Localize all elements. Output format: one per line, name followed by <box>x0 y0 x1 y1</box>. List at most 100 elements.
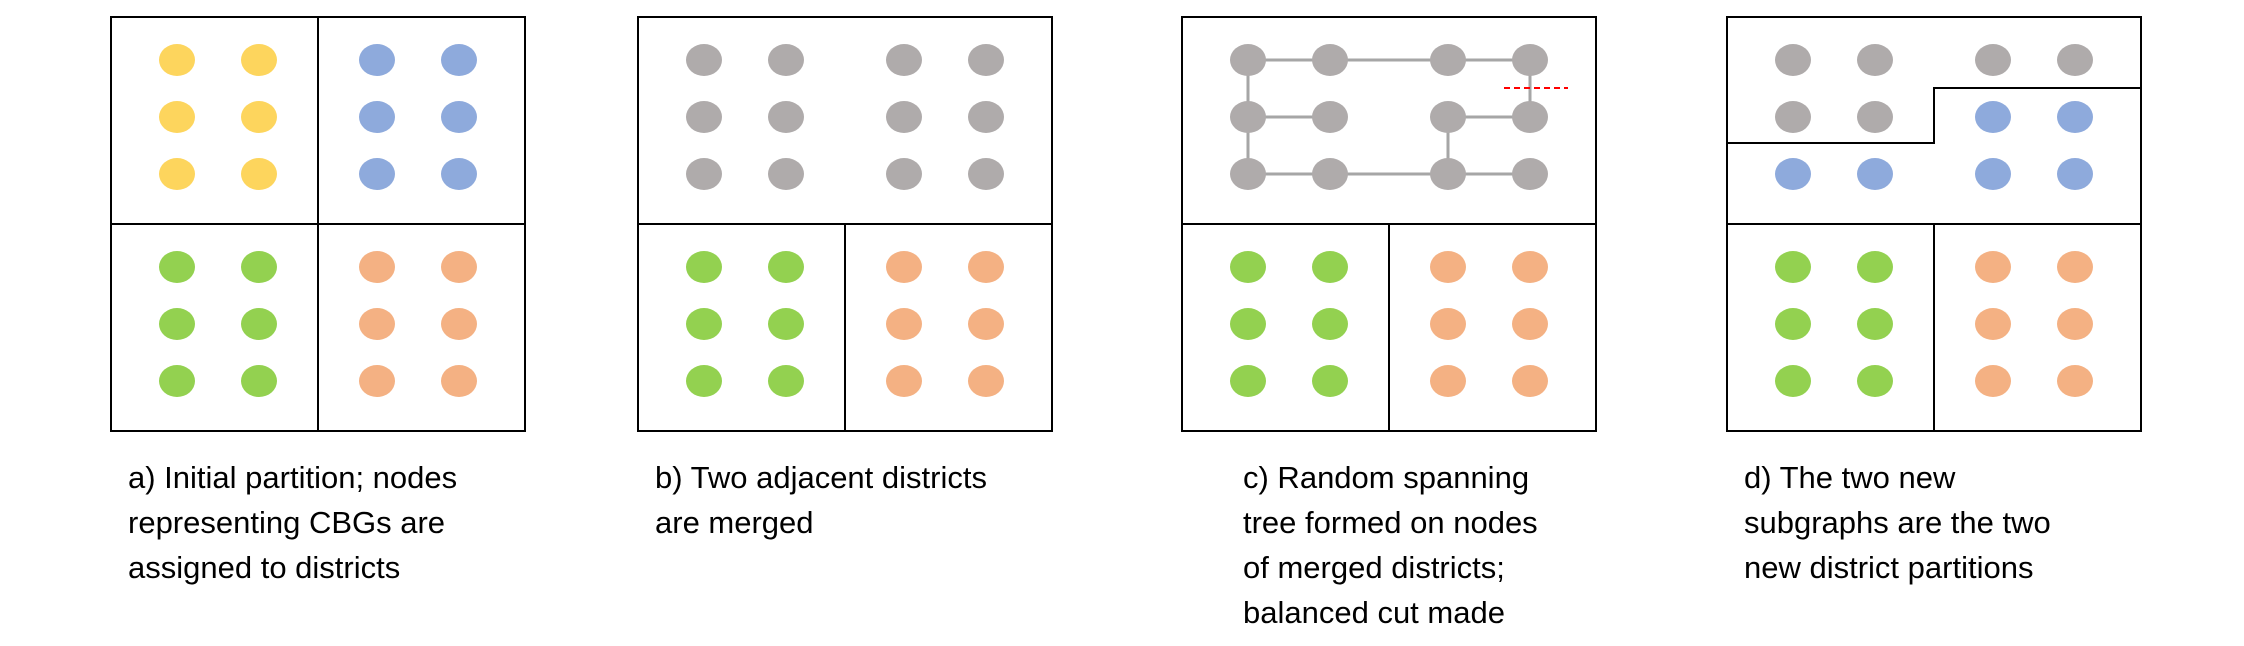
node-c-top-0-3 <box>1512 44 1548 76</box>
node-b-top-0-3 <box>968 44 1004 76</box>
node-b-top-0-2 <box>886 44 922 76</box>
node-c-top-2-1 <box>1312 158 1348 190</box>
node-a-top-2-2 <box>359 158 395 190</box>
node-d-bottom-1-2 <box>1975 308 2011 340</box>
node-a-top-2-1 <box>241 158 277 190</box>
node-d-bottom-2-1 <box>1857 365 1893 397</box>
node-b-bottom-0-1 <box>768 251 804 283</box>
caption-line: b) Two adjacent districts <box>655 460 987 495</box>
node-b-bottom-2-0 <box>686 365 722 397</box>
node-b-bottom-0-0 <box>686 251 722 283</box>
caption-line: new district partitions <box>1744 550 2034 585</box>
node-a-bottom-0-2 <box>359 251 395 283</box>
node-a-top-2-3 <box>441 158 477 190</box>
caption-line: of merged districts; <box>1243 550 1505 585</box>
caption-line: c) Random spanning <box>1243 460 1530 495</box>
node-d-top-2-1 <box>1857 158 1893 190</box>
node-d-top-2-3 <box>2057 158 2093 190</box>
node-d-bottom-0-0 <box>1775 251 1811 283</box>
node-c-top-0-1 <box>1312 44 1348 76</box>
node-d-bottom-2-2 <box>1975 365 2011 397</box>
node-c-bottom-2-0 <box>1230 365 1266 397</box>
node-c-bottom-0-0 <box>1230 251 1266 283</box>
node-c-top-1-3 <box>1512 101 1548 133</box>
caption-a: a) Initial partition; nodes representing … <box>128 455 457 590</box>
node-b-top-2-3 <box>968 158 1004 190</box>
caption-line: are merged <box>655 505 814 540</box>
node-b-top-0-0 <box>686 44 722 76</box>
caption-line: d) The two new <box>1744 460 1956 495</box>
node-d-top-0-1 <box>1857 44 1893 76</box>
node-b-bottom-1-1 <box>768 308 804 340</box>
node-b-top-1-1 <box>768 101 804 133</box>
node-a-top-0-1 <box>241 44 277 76</box>
node-c-bottom-1-2 <box>1430 308 1466 340</box>
node-a-bottom-2-0 <box>159 365 195 397</box>
node-b-bottom-2-2 <box>886 365 922 397</box>
node-d-top-1-0 <box>1775 101 1811 133</box>
node-d-top-0-0 <box>1775 44 1811 76</box>
node-c-top-2-0 <box>1230 158 1266 190</box>
node-c-bottom-0-2 <box>1430 251 1466 283</box>
node-a-bottom-1-0 <box>159 308 195 340</box>
node-d-bottom-0-3 <box>2057 251 2093 283</box>
node-d-top-0-2 <box>1975 44 2011 76</box>
node-a-bottom-2-1 <box>241 365 277 397</box>
caption-line: representing CBGs are <box>128 505 446 540</box>
node-b-bottom-1-3 <box>968 308 1004 340</box>
caption-b: b) Two adjacent districts are merged <box>655 455 987 545</box>
node-c-top-1-2 <box>1430 101 1466 133</box>
node-c-bottom-1-0 <box>1230 308 1266 340</box>
node-a-top-2-0 <box>159 158 195 190</box>
node-b-bottom-1-2 <box>886 308 922 340</box>
node-d-top-1-2 <box>1975 101 2011 133</box>
node-c-bottom-2-1 <box>1312 365 1348 397</box>
node-b-top-2-2 <box>886 158 922 190</box>
node-c-top-1-1 <box>1312 101 1348 133</box>
node-d-bottom-1-1 <box>1857 308 1893 340</box>
node-d-top-2-2 <box>1975 158 2011 190</box>
caption-d: d) The two new subgraphs are the two new d… <box>1744 455 2051 590</box>
node-a-bottom-1-2 <box>359 308 395 340</box>
node-b-top-0-1 <box>768 44 804 76</box>
node-c-bottom-2-2 <box>1430 365 1466 397</box>
node-c-bottom-2-3 <box>1512 365 1548 397</box>
node-b-top-1-0 <box>686 101 722 133</box>
node-b-top-2-0 <box>686 158 722 190</box>
node-c-top-2-2 <box>1430 158 1466 190</box>
node-c-top-0-2 <box>1430 44 1466 76</box>
node-c-bottom-1-1 <box>1312 308 1348 340</box>
node-a-top-1-2 <box>359 101 395 133</box>
partition-boundary <box>1727 87 2141 144</box>
node-d-top-0-3 <box>2057 44 2093 76</box>
node-b-top-1-2 <box>886 101 922 133</box>
node-a-top-1-0 <box>159 101 195 133</box>
node-c-bottom-1-3 <box>1512 308 1548 340</box>
node-d-bottom-1-0 <box>1775 308 1811 340</box>
caption-line: a) Initial partition; nodes <box>128 460 458 495</box>
node-d-bottom-1-3 <box>2057 308 2093 340</box>
node-c-bottom-0-3 <box>1512 251 1548 283</box>
node-b-top-1-3 <box>968 101 1004 133</box>
node-c-bottom-0-1 <box>1312 251 1348 283</box>
caption-line: tree formed on nodes <box>1243 505 1538 540</box>
node-a-bottom-1-3 <box>441 308 477 340</box>
node-a-top-0-0 <box>159 44 195 76</box>
node-b-bottom-2-3 <box>968 365 1004 397</box>
node-a-bottom-0-0 <box>159 251 195 283</box>
node-a-top-1-3 <box>441 101 477 133</box>
node-d-bottom-0-1 <box>1857 251 1893 283</box>
node-b-top-2-1 <box>768 158 804 190</box>
node-b-bottom-0-3 <box>968 251 1004 283</box>
node-c-top-2-3 <box>1512 158 1548 190</box>
node-d-bottom-0-2 <box>1975 251 2011 283</box>
node-a-bottom-2-2 <box>359 365 395 397</box>
caption-line: assigned to districts <box>128 550 401 585</box>
node-a-bottom-1-1 <box>241 308 277 340</box>
node-c-top-0-0 <box>1230 44 1266 76</box>
node-a-bottom-0-1 <box>241 251 277 283</box>
node-a-bottom-2-3 <box>441 365 477 397</box>
caption-line: subgraphs are the two <box>1744 505 2051 540</box>
node-d-top-1-3 <box>2057 101 2093 133</box>
node-a-top-1-1 <box>241 101 277 133</box>
